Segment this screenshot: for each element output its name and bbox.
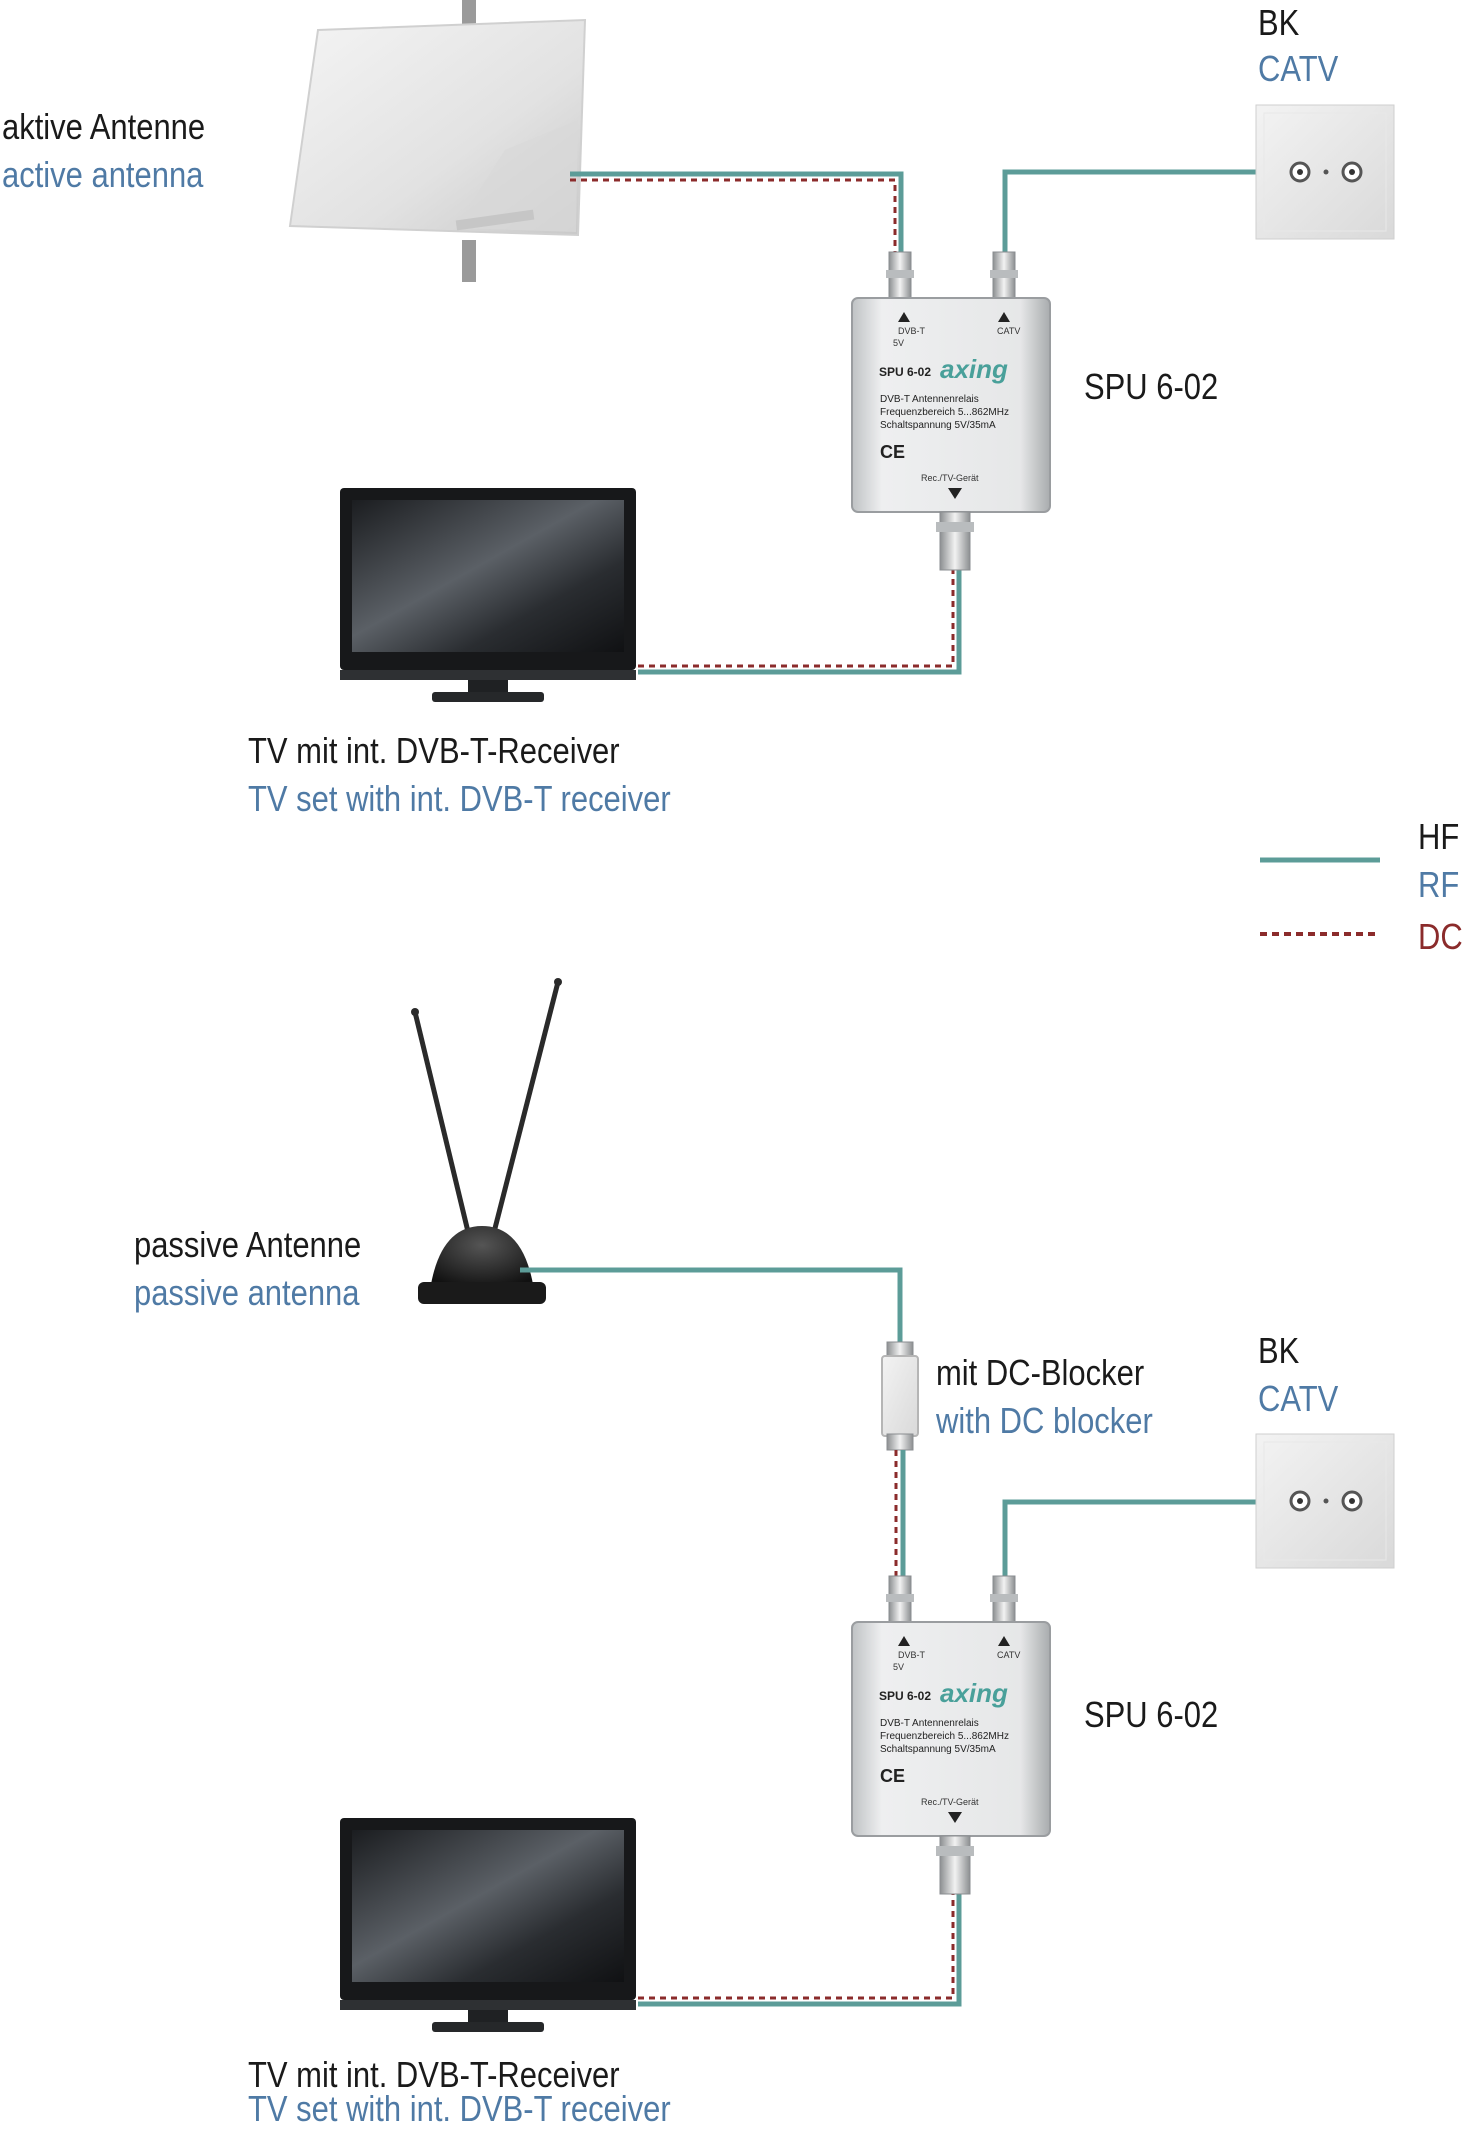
bottom-antenna-label-de: passive Antenne bbox=[134, 1224, 362, 1265]
top-tv-label-de: TV mit int. DVB-T-Receiver bbox=[248, 730, 620, 771]
bottom-relay-brand: axing bbox=[940, 1678, 1008, 1708]
bottom-wall-socket-icon bbox=[1254, 1432, 1396, 1570]
top-relay-ce: CE bbox=[880, 442, 905, 462]
bottom-relay-port-bottom: Rec./TV-Gerät bbox=[921, 1797, 979, 1807]
bottom-relay-device: DVB-T 5V CATV SPU 6-02 axing DVB-T Anten… bbox=[851, 1575, 1051, 1895]
top-socket-label-en: CATV bbox=[1258, 48, 1339, 89]
bottom-antenna-label-en: passive antenna bbox=[134, 1272, 360, 1313]
bottom-socket-label-en: CATV bbox=[1258, 1378, 1339, 1419]
bottom-tv-label-en: TV set with int. DVB-T receiver bbox=[248, 2088, 671, 2129]
top-wall-socket-icon bbox=[1254, 103, 1396, 241]
active-antenna-icon bbox=[288, 0, 587, 282]
passive-antenna-icon bbox=[411, 978, 562, 1304]
top-relay-port-right: CATV bbox=[997, 326, 1020, 336]
top-antenna-cable bbox=[570, 171, 904, 252]
bottom-tv-icon bbox=[340, 1818, 636, 2032]
top-relay-port-left-sub: 5V bbox=[893, 338, 904, 348]
bottom-blocker-cable bbox=[894, 1450, 906, 1580]
top-relay-line1: DVB-T Antennenrelais bbox=[880, 394, 979, 405]
top-tv-cable bbox=[638, 566, 962, 675]
top-relay-device: DVB-T 5V CATV SPU 6-02 axing DVB-T Anten… bbox=[851, 251, 1051, 571]
dc-blocker-icon bbox=[881, 1341, 919, 1451]
bottom-device-label: SPU 6-02 bbox=[1084, 1694, 1219, 1735]
top-relay-model: SPU 6-02 bbox=[879, 365, 931, 379]
bottom-relay-port-right: CATV bbox=[997, 1650, 1020, 1660]
top-relay-brand: axing bbox=[940, 354, 1008, 384]
top-device-label: SPU 6-02 bbox=[1084, 366, 1219, 407]
top-antenna-label-en: active antenna bbox=[2, 154, 204, 195]
bottom-relay-line1: DVB-T Antennenrelais bbox=[880, 1718, 979, 1729]
bottom-tv-label-de: TV mit int. DVB-T-Receiver bbox=[248, 2054, 620, 2095]
bottom-tv-cable bbox=[638, 1894, 962, 2007]
bottom-catv-cable bbox=[1002, 1499, 1286, 1580]
blocker-label-en: with DC blocker bbox=[936, 1400, 1153, 1441]
bottom-relay-port-left: DVB-T bbox=[898, 1650, 926, 1660]
bottom-relay-line2: Frequenzbereich 5...862MHz bbox=[880, 1731, 1009, 1742]
bottom-socket-label-de: BK bbox=[1258, 1330, 1300, 1371]
top-tv-label-en: TV set with int. DVB-T receiver bbox=[248, 778, 671, 819]
legend-rf-label: RF bbox=[1418, 864, 1460, 905]
bottom-antenna-cable bbox=[520, 1267, 903, 1342]
top-relay-port-left: DVB-T bbox=[898, 326, 926, 336]
legend-hf-label: HF bbox=[1418, 816, 1460, 857]
top-tv-icon bbox=[340, 488, 636, 702]
top-relay-line2: Frequenzbereich 5...862MHz bbox=[880, 407, 1009, 418]
top-antenna-label-de: aktive Antenne bbox=[2, 106, 206, 147]
bottom-relay-model: SPU 6-02 bbox=[879, 1689, 931, 1703]
legend-dc-label: DC bbox=[1418, 916, 1463, 957]
top-socket-label-de: BK bbox=[1258, 2, 1300, 43]
top-relay-port-bottom: Rec./TV-Gerät bbox=[921, 473, 979, 483]
top-relay-line3: Schaltspannung 5V/35mA bbox=[880, 420, 996, 431]
top-catv-cable bbox=[1002, 169, 1286, 252]
bottom-relay-line3: Schaltspannung 5V/35mA bbox=[880, 1744, 996, 1755]
blocker-label-de: mit DC-Blocker bbox=[936, 1352, 1145, 1393]
bottom-relay-ce: CE bbox=[880, 1766, 905, 1786]
bottom-relay-port-left-sub: 5V bbox=[893, 1662, 904, 1672]
